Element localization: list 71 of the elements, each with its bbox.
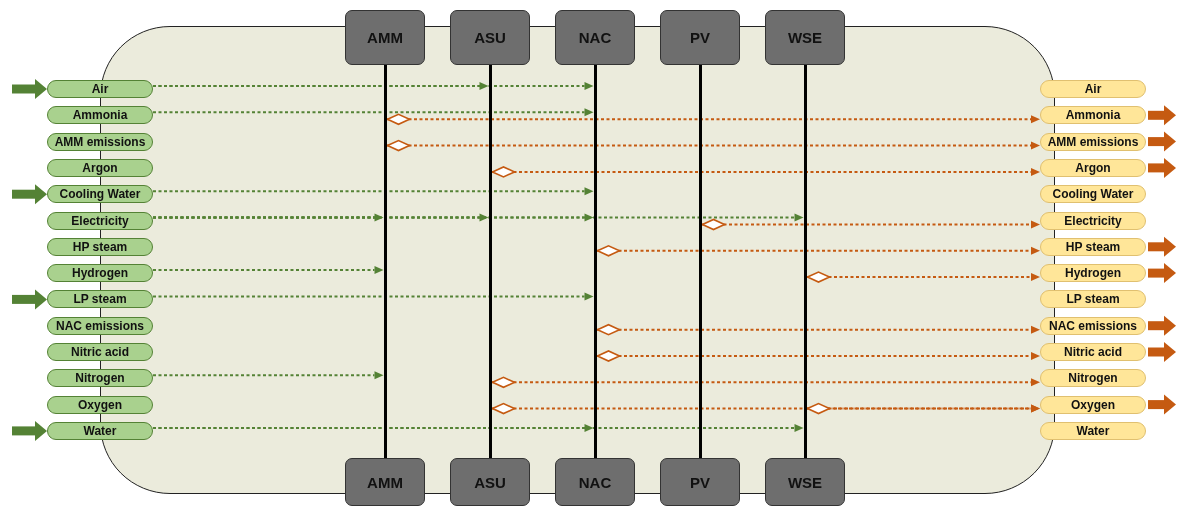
output-stream-pill: AMM emissions bbox=[1040, 132, 1146, 151]
input-stream-pill: Nitrogen bbox=[47, 369, 153, 388]
unit-box: AMM bbox=[345, 458, 425, 506]
input-stream-pill: Hydrogen bbox=[47, 264, 153, 283]
dotted-arrow bbox=[152, 187, 594, 196]
dotted-arrow bbox=[385, 139, 1040, 152]
dotted-arrow bbox=[490, 376, 1040, 389]
output-stream-pill: Cooling Water bbox=[1040, 185, 1146, 204]
output-stream-pill: NAC emissions bbox=[1040, 316, 1146, 335]
unit-line bbox=[593, 65, 597, 458]
input-stream-pill: Air bbox=[47, 80, 153, 98]
block-arrow bbox=[1148, 315, 1176, 336]
output-stream-pill: Air bbox=[1040, 80, 1146, 98]
input-stream-pill: Water bbox=[47, 421, 153, 440]
dotted-arrow bbox=[805, 402, 1040, 415]
input-stream-pill: Ammonia bbox=[47, 106, 153, 125]
output-stream-pill: Hydrogen bbox=[1040, 264, 1146, 283]
unit-box: PV bbox=[660, 458, 740, 506]
unit-line bbox=[383, 65, 387, 458]
output-stream-pill: HP steam bbox=[1040, 237, 1146, 256]
block-arrow bbox=[12, 79, 47, 99]
block-arrow bbox=[1148, 105, 1176, 126]
block-arrow bbox=[12, 184, 47, 205]
block-arrow bbox=[1148, 236, 1176, 257]
output-stream-pill: Ammonia bbox=[1040, 106, 1146, 125]
block-arrow bbox=[1148, 342, 1176, 362]
block-arrow bbox=[12, 420, 47, 441]
unit-box: ASU bbox=[450, 10, 530, 65]
input-stream-pill: Oxygen bbox=[47, 395, 153, 414]
dotted-arrow bbox=[152, 371, 384, 380]
input-stream-pill: AMM emissions bbox=[47, 132, 153, 151]
dotted-arrow bbox=[152, 292, 594, 301]
output-stream-pill: Nitrogen bbox=[1040, 369, 1146, 388]
unit-box: NAC bbox=[555, 458, 635, 506]
output-stream-pill: Oxygen bbox=[1040, 395, 1146, 414]
unit-box: WSE bbox=[765, 458, 845, 506]
unit-box: WSE bbox=[765, 10, 845, 65]
dotted-arrow bbox=[700, 218, 1040, 231]
dotted-arrow bbox=[805, 271, 1040, 283]
dotted-arrow bbox=[152, 213, 804, 222]
unit-line bbox=[698, 65, 702, 458]
dotted-arrow bbox=[152, 266, 384, 275]
block-arrow bbox=[1148, 394, 1176, 415]
dotted-arrow bbox=[595, 323, 1040, 336]
input-stream-pill: Argon bbox=[47, 158, 153, 177]
input-stream-pill: LP steam bbox=[47, 290, 153, 309]
dotted-arrow bbox=[385, 113, 1040, 126]
input-stream-pill: Electricity bbox=[47, 211, 153, 230]
unit-line bbox=[803, 65, 807, 458]
dotted-arrow bbox=[595, 245, 1040, 257]
block-arrow bbox=[1148, 157, 1176, 178]
output-stream-pill: LP steam bbox=[1040, 290, 1146, 309]
dotted-arrow bbox=[595, 350, 1040, 362]
input-stream-pill: Cooling Water bbox=[47, 185, 153, 204]
dotted-arrow bbox=[490, 166, 1040, 178]
input-stream-pill: HP steam bbox=[47, 237, 153, 256]
output-stream-pill: Nitric acid bbox=[1040, 343, 1146, 361]
input-stream-pill: NAC emissions bbox=[47, 316, 153, 335]
unit-box: AMM bbox=[345, 10, 425, 65]
block-arrow bbox=[1148, 131, 1176, 152]
dotted-arrow bbox=[152, 108, 594, 117]
unit-box: NAC bbox=[555, 10, 635, 65]
block-arrow bbox=[1148, 263, 1176, 284]
block-arrow bbox=[12, 289, 47, 310]
input-stream-pill: Nitric acid bbox=[47, 343, 153, 361]
output-stream-pill: Argon bbox=[1040, 158, 1146, 177]
unit-box: ASU bbox=[450, 458, 530, 506]
unit-line bbox=[488, 65, 492, 458]
unit-box: PV bbox=[660, 10, 740, 65]
output-stream-pill: Water bbox=[1040, 421, 1146, 440]
output-stream-pill: Electricity bbox=[1040, 211, 1146, 230]
